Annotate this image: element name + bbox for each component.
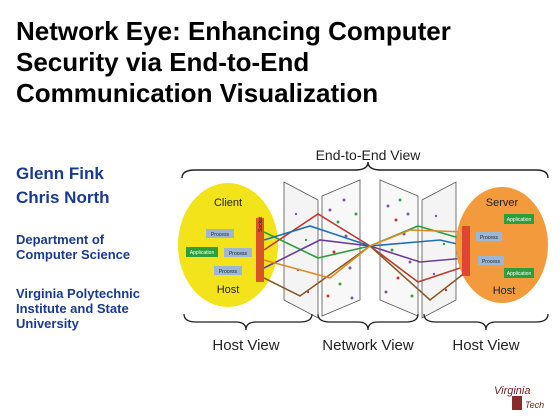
socket-bar xyxy=(462,226,470,276)
host-view-brace-left xyxy=(183,313,313,331)
socket-label: Socket xyxy=(258,216,264,232)
network-view-brace xyxy=(317,313,419,331)
institution-line: Institute and State xyxy=(16,301,129,316)
application-label: Application xyxy=(190,250,215,256)
institution-line: University xyxy=(16,316,79,331)
application-box xyxy=(504,268,534,278)
network-view-label: Network View xyxy=(322,337,414,354)
host-plane-right xyxy=(421,181,457,319)
process-label: Process xyxy=(219,269,238,275)
host-label-left: Host xyxy=(217,284,240,296)
socket-bar xyxy=(256,218,264,282)
process-box xyxy=(476,232,502,241)
title-line: Security via End-to-End xyxy=(16,47,310,77)
virginia-tech-logo: Virginia Tech xyxy=(492,382,548,419)
host-view-label-left: Host View xyxy=(212,337,279,354)
title-line: Network Eye: Enhancing Computer xyxy=(16,16,451,46)
client-ellipse xyxy=(178,183,278,307)
department-line: Computer Science xyxy=(16,247,131,262)
logo-line2: Tech xyxy=(525,400,544,410)
author-name: Chris North xyxy=(16,188,110,207)
host-view-brace-right xyxy=(423,313,549,331)
network-dots xyxy=(294,198,448,300)
logo-line1: Virginia xyxy=(494,385,531,397)
process-box xyxy=(478,256,504,265)
author-name: Glenn Fink xyxy=(16,164,104,183)
process-label: Process xyxy=(480,235,499,241)
connection-lines xyxy=(263,213,467,302)
process-box xyxy=(224,248,252,257)
server-label: Server xyxy=(486,197,519,209)
title-line: Communication Visualization xyxy=(16,78,379,108)
department-line: Department of xyxy=(16,232,105,247)
client-label: Client xyxy=(214,197,242,209)
institution: Virginia Polytechnic Institute and State… xyxy=(16,286,140,331)
top-label: End-to-End View xyxy=(316,147,422,163)
slide-title: Network Eye: Enhancing Computer Security… xyxy=(16,16,546,109)
process-box xyxy=(206,229,234,238)
application-box xyxy=(186,247,218,257)
process-label: Process xyxy=(211,232,230,238)
host-label-right: Host xyxy=(493,285,516,297)
host-view-label-right: Host View xyxy=(452,337,519,354)
application-label: Application xyxy=(507,271,532,277)
process-label: Process xyxy=(229,251,248,257)
process-box xyxy=(214,266,242,275)
top-brace xyxy=(181,161,549,179)
process-label: Process xyxy=(482,259,501,265)
department: Department of Computer Science xyxy=(16,232,130,262)
application-label: Application xyxy=(507,217,532,223)
application-box xyxy=(504,214,534,224)
institution-line: Virginia Polytechnic xyxy=(16,286,141,301)
